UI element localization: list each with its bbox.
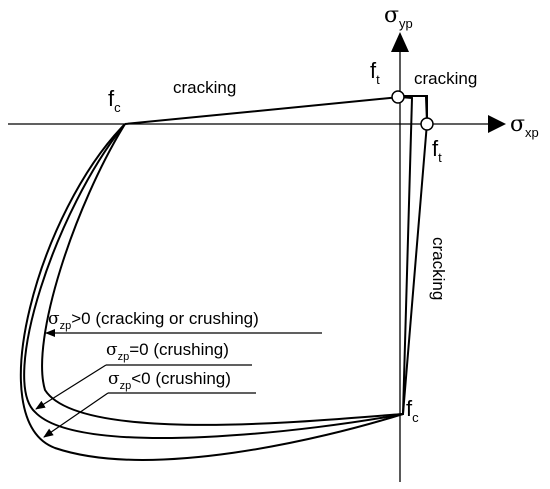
ft-top-label: ft	[370, 58, 380, 87]
ft-y-marker	[391, 90, 405, 104]
x-axis-subscript: xp	[525, 125, 539, 140]
outer-failure-curve	[19, 95, 414, 461]
cracking-corner-label: cracking	[414, 69, 477, 88]
ft-x-marker	[420, 117, 434, 131]
cracking-right-label: cracking	[429, 237, 448, 300]
y-axis-arrowhead	[391, 32, 409, 52]
tension-corner-line	[398, 95, 428, 124]
legend-eq-leader	[35, 364, 107, 410]
legend-gt-label: σzp>0 (cracking or crushing)	[48, 309, 259, 332]
fc-left-label: fc	[108, 86, 121, 115]
ft-right-label: ft	[432, 136, 442, 165]
inner-failure-curve	[41, 96, 429, 426]
fc-bottom-label: fc	[406, 396, 419, 425]
legend-eq-label: σzp=0 (crushing)	[106, 340, 229, 363]
y-axis-label: σyp	[384, 3, 413, 31]
middle-failure-curve	[23, 123, 404, 440]
legend-lt-leader	[43, 392, 109, 438]
x-axis-symbol: σ	[510, 112, 525, 137]
y-axis-symbol: σ	[384, 3, 399, 28]
legend-lt-label: σzp<0 (crushing)	[108, 369, 231, 392]
y-axis-subscript: yp	[399, 16, 413, 31]
x-axis-label: σxp	[510, 112, 539, 140]
cracking-top-label: cracking	[173, 78, 236, 97]
x-axis-arrowhead	[488, 115, 506, 133]
